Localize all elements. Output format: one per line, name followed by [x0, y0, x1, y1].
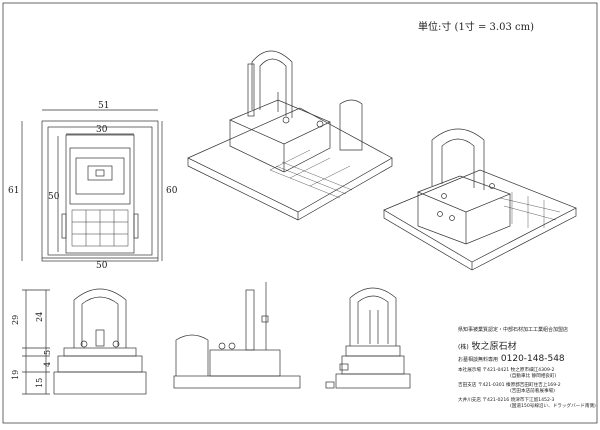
office-address: 〒421-0216 焼津市下江留1452-3: [482, 398, 555, 403]
dim-left-depth: 61: [8, 186, 19, 196]
plan-view: [21, 109, 163, 262]
dim-height-5: 5: [43, 350, 52, 355]
dim-height-29: 29: [11, 315, 20, 325]
office-main: 本社展示場 〒421-0421 牧之原市細江4309-2 (自動車比 静岡相良町…: [458, 367, 598, 379]
company-header: 県知事被業質認定・中部石材加工工業組合加盟店: [458, 327, 569, 333]
office-note: (吉田本店前看展事場): [510, 389, 555, 394]
company-name-row: (株) 牧之原石材: [458, 339, 598, 352]
office-address: 〒421-0421 牧之原市細江4309-2: [482, 368, 555, 373]
dim-height-4: 4: [43, 362, 52, 367]
office-oigawa: 大井川支店 〒421-0216 焼津市下江留1452-3 (国道150号線沿い、…: [458, 397, 598, 409]
dim-inner-width: 30: [96, 125, 108, 135]
company-prefix: (株): [458, 344, 469, 351]
office-name: 大井川支店: [458, 398, 481, 403]
front-elevation: [22, 288, 147, 395]
dim-top-width: 51: [98, 101, 109, 111]
dim-inner-depth: 50: [48, 192, 60, 202]
office-yoshida: 吉田支店 〒421-0301 榛原郡吉田町住吉上169-2 (吉田本店前看展事場…: [458, 382, 598, 394]
phone-number: 0120-148-548: [500, 354, 565, 364]
phone-label: お墓相談無料専用: [458, 357, 499, 363]
office-note: (国道150号線沿い、ドラッグバード南側): [510, 404, 596, 409]
dim-height-19: 19: [11, 370, 20, 380]
unit-label: 単位:寸 (1寸 = 3.03 cm): [418, 22, 534, 33]
dim-bottom-width: 50: [96, 261, 108, 271]
office-note: (自動車比 静岡相良町): [510, 374, 557, 379]
dim-height-15: 15: [35, 378, 44, 388]
dim-height-24: 24: [35, 312, 44, 322]
side-elevation: [173, 282, 335, 389]
company-info: 県知事被業質認定・中部石材加工工業組合加盟店 (株) 牧之原石材 お墓相談無料専…: [458, 326, 598, 409]
rear-elevation: [335, 287, 411, 389]
office-name: 吉田支店: [458, 383, 477, 388]
office-name: 本社展示場: [458, 368, 481, 373]
company-name: 牧之原石材: [471, 342, 517, 352]
isometric-view-rear: [383, 128, 577, 271]
phone-row: お墓相談無料専用 0120-148-548: [458, 354, 598, 364]
office-address: 〒421-0301 榛原郡吉田町住吉上169-2: [477, 383, 561, 388]
dim-right-depth: 60: [166, 186, 178, 196]
isometric-view-front: [187, 50, 393, 221]
